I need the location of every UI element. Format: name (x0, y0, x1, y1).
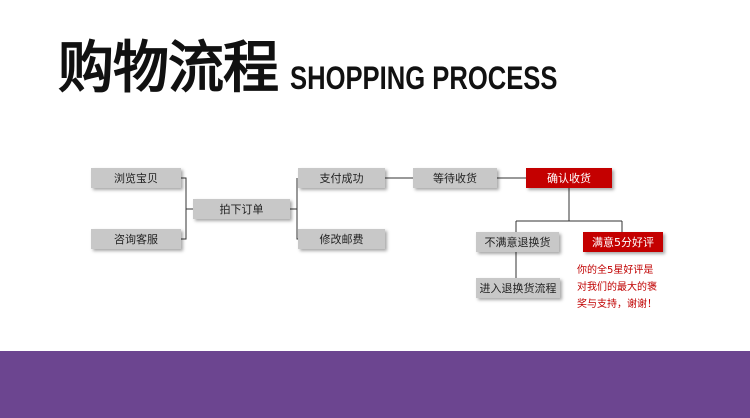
review-note-line: 对我们的最大的褒 (577, 282, 657, 293)
footer-band (0, 351, 750, 418)
node-browse: 浏览宝贝 (91, 168, 181, 188)
node-confirm: 确认收货 (526, 168, 612, 188)
node-paid: 支付成功 (298, 168, 385, 188)
page-title: 购物流程 (58, 36, 279, 101)
node-modify-postage: 修改邮费 (298, 229, 385, 249)
connector-browse-consult (181, 177, 187, 240)
node-return-flow: 进入退换货流程 (476, 278, 560, 298)
node-consult: 咨询客服 (91, 229, 181, 249)
node-unsatisfied: 不满意退换货 (476, 232, 559, 252)
review-note-line: 你的全5星好评是 (577, 265, 654, 276)
node-order: 拍下订单 (193, 199, 290, 219)
node-satisfied: 满意5分好评 (583, 232, 663, 252)
review-note: 你的全5星好评是 对我们的最大的褒 奖与支持，谢谢！ (577, 262, 677, 313)
node-await: 等待收货 (413, 168, 497, 188)
connector-order-branches (296, 178, 298, 240)
review-note-line: 奖与支持，谢谢！ (577, 299, 657, 310)
page-subtitle: SHOPPING PROCESS (290, 60, 558, 96)
